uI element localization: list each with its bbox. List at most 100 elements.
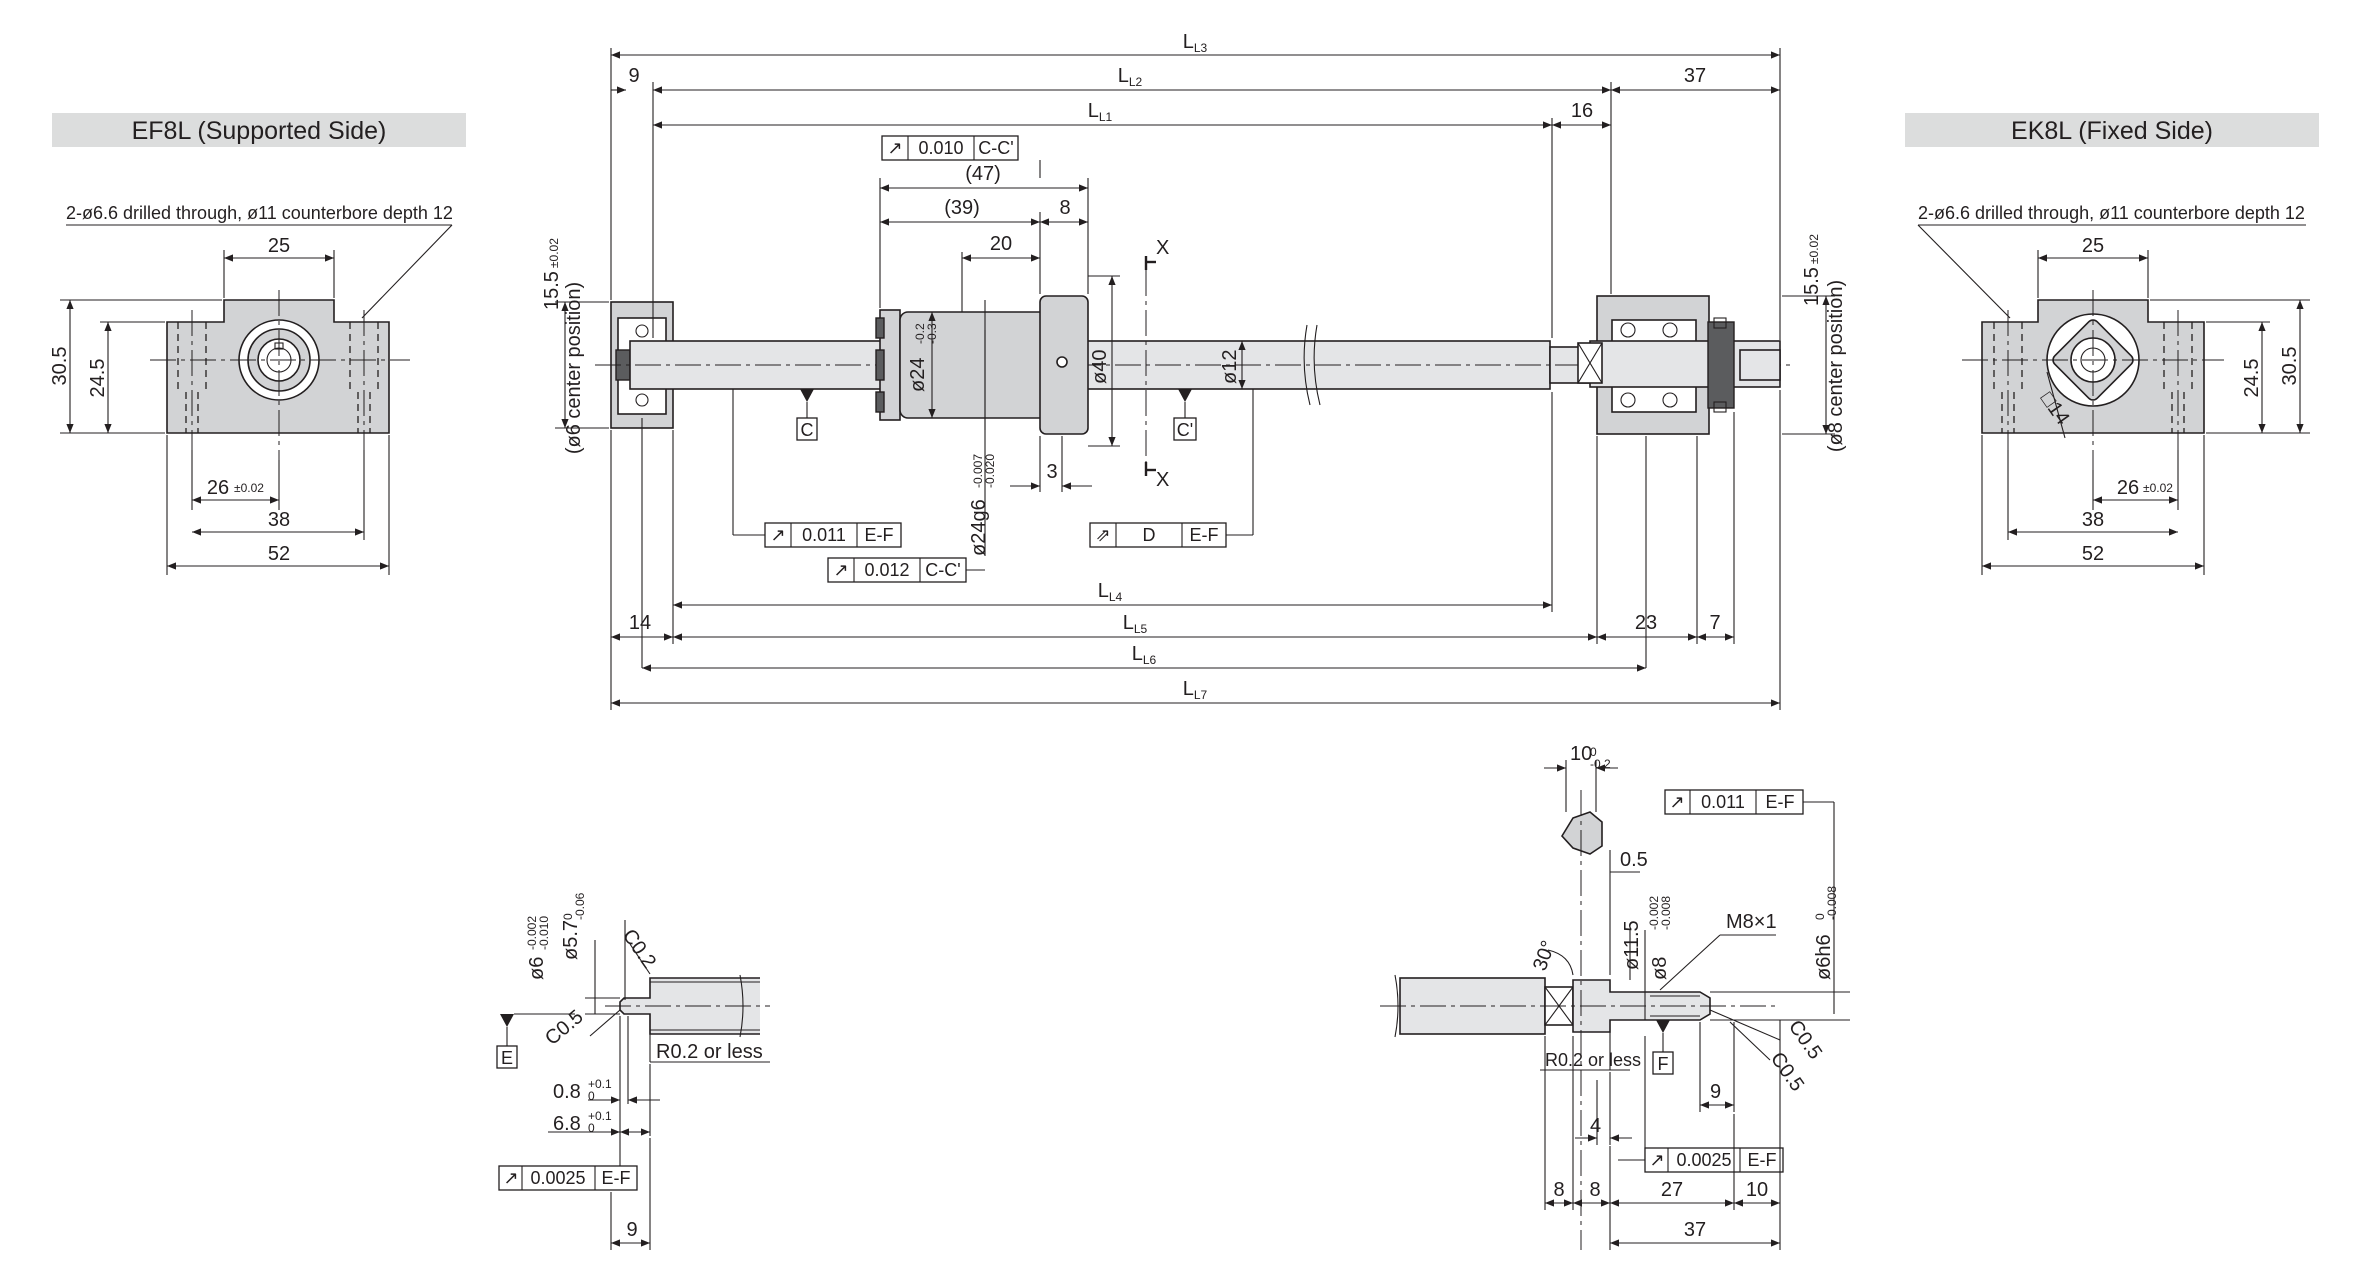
left-detail-dia57-tol: 0-0.06 [561, 892, 587, 920]
datum-c: C [801, 420, 814, 440]
right-detail-fcf-top-sym: ↗ [1669, 792, 1684, 812]
right-detail-m8: M8×1 [1726, 911, 1777, 933]
fcf-total-runout-d: ⇗ D E-F [1089, 389, 1254, 548]
dim-l3: LL3 [1183, 31, 1208, 55]
right-detail-d10: 10 [1570, 743, 1592, 765]
right-detail-fcf-ref: E-F [1748, 1150, 1777, 1170]
dim-dia12: ø12 [1219, 350, 1241, 384]
dim-l7: LL7 [1183, 678, 1208, 702]
dim-37: 37 [1684, 65, 1706, 87]
ek8l-dim-38: 38 [2082, 509, 2104, 531]
left-detail-dia6: ø6 [526, 957, 548, 980]
dim-dia24: ø24 [907, 358, 929, 392]
svg-text:D: D [1143, 525, 1156, 545]
dim-39: (39) [944, 197, 980, 219]
header-left: EF8L (Supported Side) [52, 113, 466, 147]
svg-text:↗: ↗ [770, 525, 785, 545]
datum-f: F [1658, 1054, 1669, 1074]
right-detail-d8a: 8 [1553, 1179, 1564, 1201]
dim-l4: LL4 [1098, 580, 1123, 604]
right-detail-fcf-top-val: 0.011 [1701, 792, 1745, 812]
right-detail-d10b: 10 [1746, 1179, 1768, 1201]
right-center-dim: 15.5±0.02 [1801, 234, 1823, 306]
right-detail-d05: 0.5 [1620, 849, 1648, 871]
fcf-runout-0012: ↗ 0.012 C-C' [827, 557, 985, 583]
right-detail-dia6h6-tol: 0-0.008 [1813, 886, 1839, 920]
fcf-runout-0011: ↗ 0.011 E-F [732, 389, 902, 548]
svg-text:0.012: 0.012 [864, 560, 909, 580]
ek8l-dim-52: 52 [2082, 543, 2104, 565]
right-detail-fcf-sym: ↗ [1649, 1150, 1664, 1170]
svg-text:E-F: E-F [1190, 525, 1219, 545]
dim-16: 16 [1571, 100, 1593, 122]
right-detail-dia8: ø8 [1649, 957, 1671, 980]
dim-9: 9 [628, 65, 639, 87]
right-detail-fcf-top-ref: E-F [1766, 792, 1795, 812]
ek8l-support-view: 2-ø6.6 drilled through, ø11 counterbore … [1917, 203, 2310, 575]
header-left-label: EF8L (Supported Side) [132, 117, 387, 145]
left-detail-fcf-val: 0.0025 [530, 1168, 585, 1188]
svg-text:↗: ↗ [833, 560, 848, 580]
left-detail-c02: C0.2 [618, 925, 660, 972]
left-end-detail: ø6 -0.002-0.010 ø5.7 0-0.06 C0.2 C0.5 R0… [496, 892, 770, 1250]
dim-l5: LL5 [1123, 612, 1148, 636]
datum-e: E [501, 1048, 513, 1068]
dim-dia24g6-tol: -0.007-0.020 [971, 454, 997, 488]
dim-8: 8 [1059, 197, 1070, 219]
ef8l-dim-24-5: 24.5 [87, 359, 109, 398]
right-detail-r02: R0.2 or less [1545, 1050, 1641, 1070]
dim-l6: LL6 [1132, 643, 1157, 667]
section-x-top: X [1156, 237, 1169, 259]
ek8l-dim-24-5: 24.5 [2241, 359, 2263, 398]
right-detail-dia8-tol: -0.002-0.008 [1647, 896, 1673, 930]
right-detail-d37: 37 [1684, 1219, 1706, 1241]
dim-7: 7 [1709, 612, 1720, 634]
left-detail-fcf-ref: E-F [602, 1168, 631, 1188]
dim-20: 20 [990, 233, 1012, 255]
ef8l-dim-26: 26 [207, 477, 229, 499]
main-assembly: LL3 9 LL2 37 LL1 16 (47) (39) 8 20 ↗ 0.0… [541, 31, 1847, 710]
left-detail-d08: 0.8 [553, 1081, 581, 1103]
left-center-note: (ø6 center position) [563, 282, 585, 454]
datum-c-prime: C' [1177, 420, 1193, 440]
ek8l-dim-25: 25 [2082, 235, 2104, 257]
ek8l-dim-30-5: 30.5 [2279, 347, 2301, 386]
ef8l-dim-25: 25 [268, 235, 290, 257]
left-detail-fcf-sym: ↗ [503, 1168, 518, 1188]
right-detail-c05b: C0.5 [1766, 1048, 1808, 1095]
dim-l2: LL2 [1118, 65, 1143, 89]
ek8l-dim-26-tol: ±0.02 [2143, 481, 2173, 495]
right-center-note: (ø8 center position) [1825, 280, 1847, 452]
ef8l-support-view: 2-ø6.6 drilled through, ø11 counterbore … [49, 203, 453, 575]
svg-text:C-C': C-C' [978, 138, 1013, 158]
ef8l-note: 2-ø6.6 drilled through, ø11 counterbore … [66, 203, 453, 223]
right-detail-d10-tol: 0-0.2 [1590, 745, 1611, 771]
right-detail-dia6h6: ø6h6 [1813, 934, 1835, 980]
ef8l-dim-30-5: 30.5 [49, 347, 71, 386]
header-right-label: EK8L (Fixed Side) [2011, 117, 2213, 145]
left-detail-c05: C0.5 [541, 1006, 588, 1050]
dim-dia24-tol: -0.2-0.3 [913, 323, 939, 344]
left-detail-d68: 6.8 [553, 1113, 581, 1135]
right-detail-ang30: 30° [1529, 938, 1560, 974]
dim-23: 23 [1635, 612, 1657, 634]
dim-47: (47) [965, 163, 1001, 185]
left-detail-dia6-tol: -0.002-0.010 [525, 916, 551, 950]
flat-profile [1561, 811, 1603, 855]
ef8l-dim-38: 38 [268, 509, 290, 531]
ef8l-dim-26-tol: ±0.02 [234, 481, 264, 495]
dim-3: 3 [1046, 461, 1057, 483]
ef8l-dim-52: 52 [268, 543, 290, 565]
dim-dia40: ø40 [1089, 350, 1111, 384]
left-center-dim: 15.5±0.02 [541, 238, 563, 310]
right-detail-d4: 4 [1590, 1115, 1601, 1137]
dim-14: 14 [629, 612, 651, 634]
section-x-bottom: X [1156, 469, 1169, 491]
svg-text:0.011: 0.011 [802, 525, 846, 545]
svg-text:↗: ↗ [887, 138, 902, 158]
right-end-detail: 10 0-0.2 0.5 30° ø11.5 ø8 -0.002-0.008 M… [1380, 743, 1850, 1250]
svg-text:E-F: E-F [865, 525, 894, 545]
